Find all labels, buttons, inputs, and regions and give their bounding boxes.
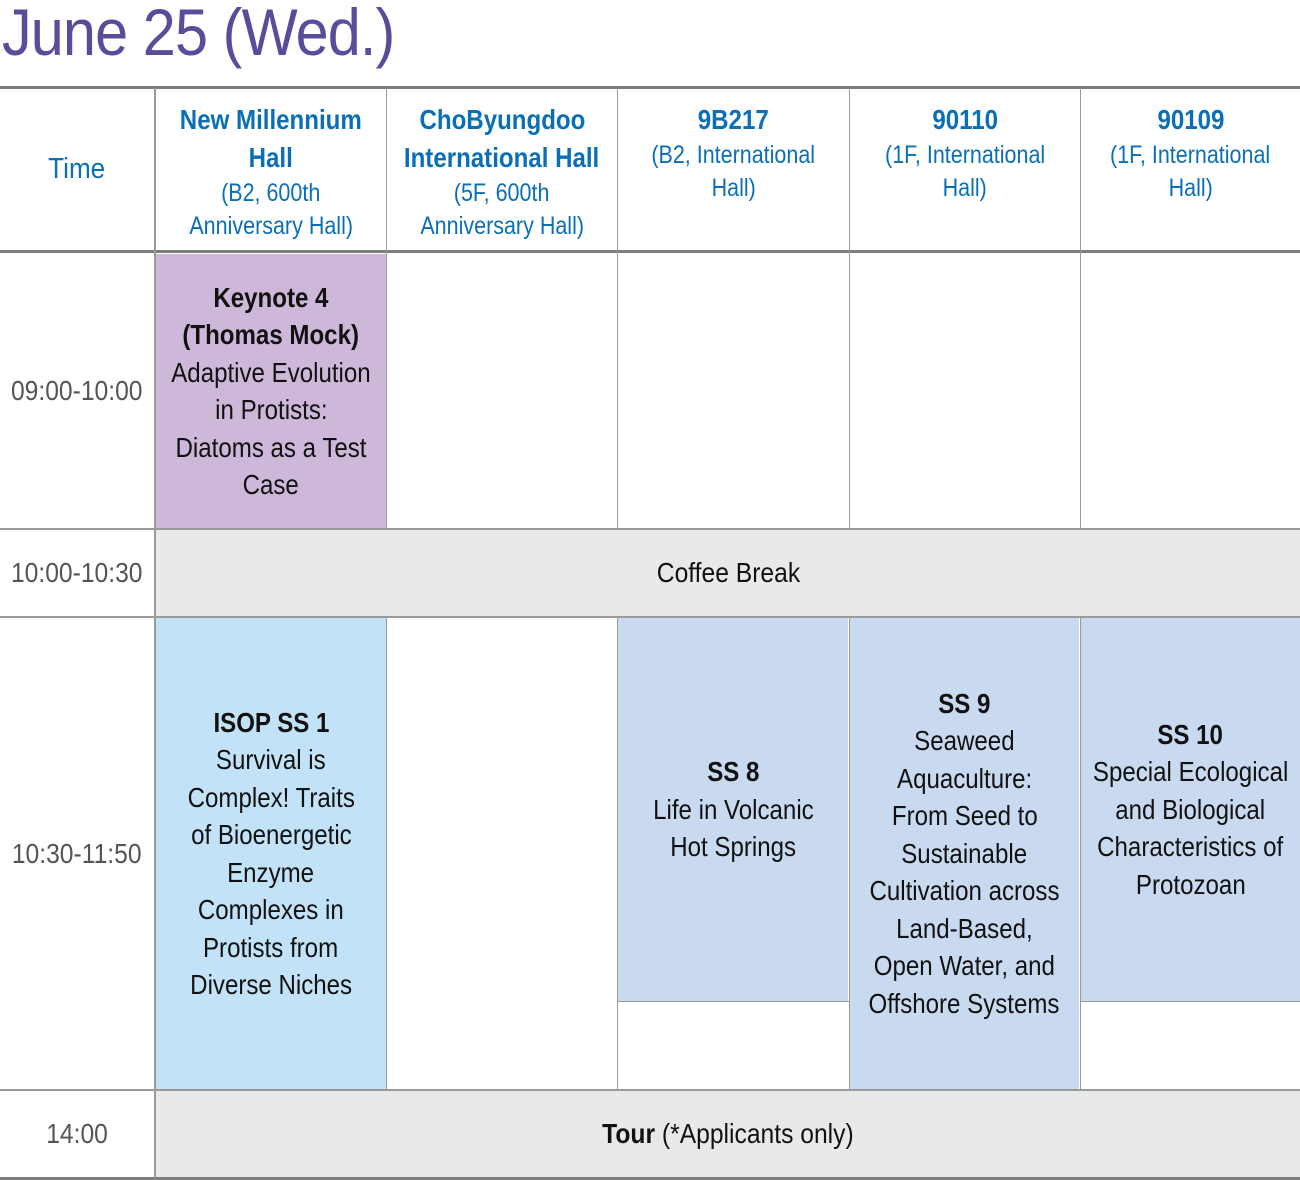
venue-location: (1F, International [1110, 141, 1271, 169]
time-label: 09:00-10:00 [11, 374, 143, 406]
column-divider [1080, 88, 1081, 530]
header-time: Time [0, 89, 154, 250]
session-desc: Protists from [203, 931, 339, 963]
session-desc: Cultivation across [869, 875, 1060, 907]
tour-bold-label: Tour [602, 1118, 656, 1149]
ss8-bottom-divider [618, 1001, 849, 1002]
time-column-header: Time [48, 153, 106, 185]
coffee-break-label: Coffee Break [656, 557, 800, 588]
session-desc: of Bioenergetic [190, 819, 352, 850]
session-desc: Complexes in [198, 894, 344, 925]
time-label: 10:00-10:30 [11, 557, 143, 588]
venue-location: Anniversary Hall) [420, 212, 584, 240]
venue-name: 90110 [932, 104, 998, 135]
header-90109: 90109 (1F, International Hall) [1081, 89, 1300, 250]
header-new-millennium-hall: New Millennium Hall (B2, 600th Anniversa… [156, 89, 386, 250]
row-divider [0, 528, 1300, 530]
venue-location: Hall) [1168, 174, 1213, 202]
session-desc: Hot Springs [670, 831, 796, 863]
session-ss-10: SS 10 Special Ecological and Biological … [1081, 618, 1300, 1001]
page-title: June 25 (Wed.) [2, 0, 395, 69]
column-divider [849, 88, 850, 530]
tour-row: Tour (*Applicants only) [156, 1091, 1300, 1177]
column-divider [617, 88, 618, 530]
column-divider [1080, 617, 1081, 1090]
header-90110: 90110 (1F, International Hall) [850, 89, 1080, 250]
session-desc: Land-Based, [896, 912, 1033, 944]
row-divider [0, 1089, 1300, 1091]
venue-location: (5F, 600th [454, 179, 550, 207]
session-title: SS 8 [706, 756, 760, 788]
coffee-break-row: Coffee Break [156, 530, 1300, 616]
session-title: (Thomas Mock) [182, 319, 360, 350]
venue-name: Hall [248, 142, 294, 173]
column-divider [617, 617, 618, 1090]
header-chobyungdoo-hall: ChoByungdoo International Hall (5F, 600t… [387, 89, 617, 250]
session-ss-8: SS 8 Life in Volcanic Hot Springs [618, 618, 848, 1001]
tour-note: (*Applicants only) [655, 1118, 854, 1149]
venue-name: International Hall [404, 142, 600, 173]
session-desc: Open Water, and [873, 950, 1056, 982]
session-title: SS 9 [938, 687, 991, 719]
column-divider [849, 617, 850, 1090]
ss10-bottom-divider [1080, 1001, 1300, 1002]
venue-location: (B2, International [651, 141, 816, 169]
venue-name: 9B217 [698, 104, 769, 135]
session-desc: Survival is [216, 744, 326, 775]
session-desc: Diverse Niches [190, 969, 352, 1000]
venue-location: (1F, International [884, 141, 1046, 169]
session-keynote-4: Keynote 4 (Thomas Mock) Adaptive Evoluti… [156, 254, 386, 528]
table-top-rule [0, 86, 1300, 89]
session-desc: Diatoms as a Test [175, 431, 367, 463]
session-desc: Characteristics of [1097, 831, 1284, 863]
session-desc: Enzyme [227, 856, 315, 888]
session-desc: Seaweed [914, 725, 1015, 757]
column-divider [154, 88, 156, 1178]
session-desc: and Biological [1115, 793, 1266, 825]
venue-location: Anniversary Hall) [189, 212, 353, 240]
header-9b217: 9B217 (B2, International Hall) [618, 89, 849, 250]
column-divider [386, 617, 387, 1090]
header-bottom-rule [0, 250, 1300, 253]
venue-name: ChoByungdoo [419, 104, 585, 135]
session-desc: Sustainable [901, 837, 1028, 869]
venue-location: Hall) [942, 174, 988, 202]
venue-location: (B2, 600th [221, 179, 321, 207]
session-desc: Complex! Traits [187, 781, 355, 813]
session-desc: Aquaculture: [896, 762, 1033, 794]
session-desc: in Protists: [214, 394, 328, 425]
session-desc: Special Ecological [1092, 756, 1289, 788]
venue-location: Hall) [711, 174, 756, 202]
time-label: 14:00 [46, 1118, 108, 1149]
session-isop-ss-1: ISOP SS 1 Survival is Complex! Traits of… [156, 618, 386, 1089]
session-title: ISOP SS 1 [212, 706, 329, 738]
time-cell: 14:00 [0, 1091, 154, 1177]
time-label: 10:30-11:50 [12, 837, 142, 869]
row-divider [0, 616, 1300, 618]
time-cell: 09:00-10:00 [0, 253, 154, 528]
session-desc: Adaptive Evolution [171, 356, 371, 388]
column-divider [386, 88, 387, 530]
session-title: Keynote 4 [213, 281, 329, 313]
venue-name: 90109 [1157, 104, 1224, 135]
session-desc: Offshore Systems [869, 987, 1060, 1019]
session-desc: Protozoan [1135, 868, 1246, 900]
tour-label: Tour (*Applicants only) [602, 1118, 854, 1150]
table-bottom-rule [0, 1177, 1300, 1180]
session-desc: Life in Volcanic [652, 793, 814, 825]
session-title: SS 10 [1157, 718, 1224, 750]
session-ss-9: SS 9 Seaweed Aquaculture: From Seed to S… [850, 618, 1079, 1089]
session-desc: Case [242, 469, 300, 500]
venue-name: New Millennium [180, 104, 362, 135]
time-cell: 10:00-10:30 [0, 530, 154, 616]
time-cell: 10:30-11:50 [0, 618, 154, 1089]
session-desc: From Seed to [891, 800, 1038, 832]
